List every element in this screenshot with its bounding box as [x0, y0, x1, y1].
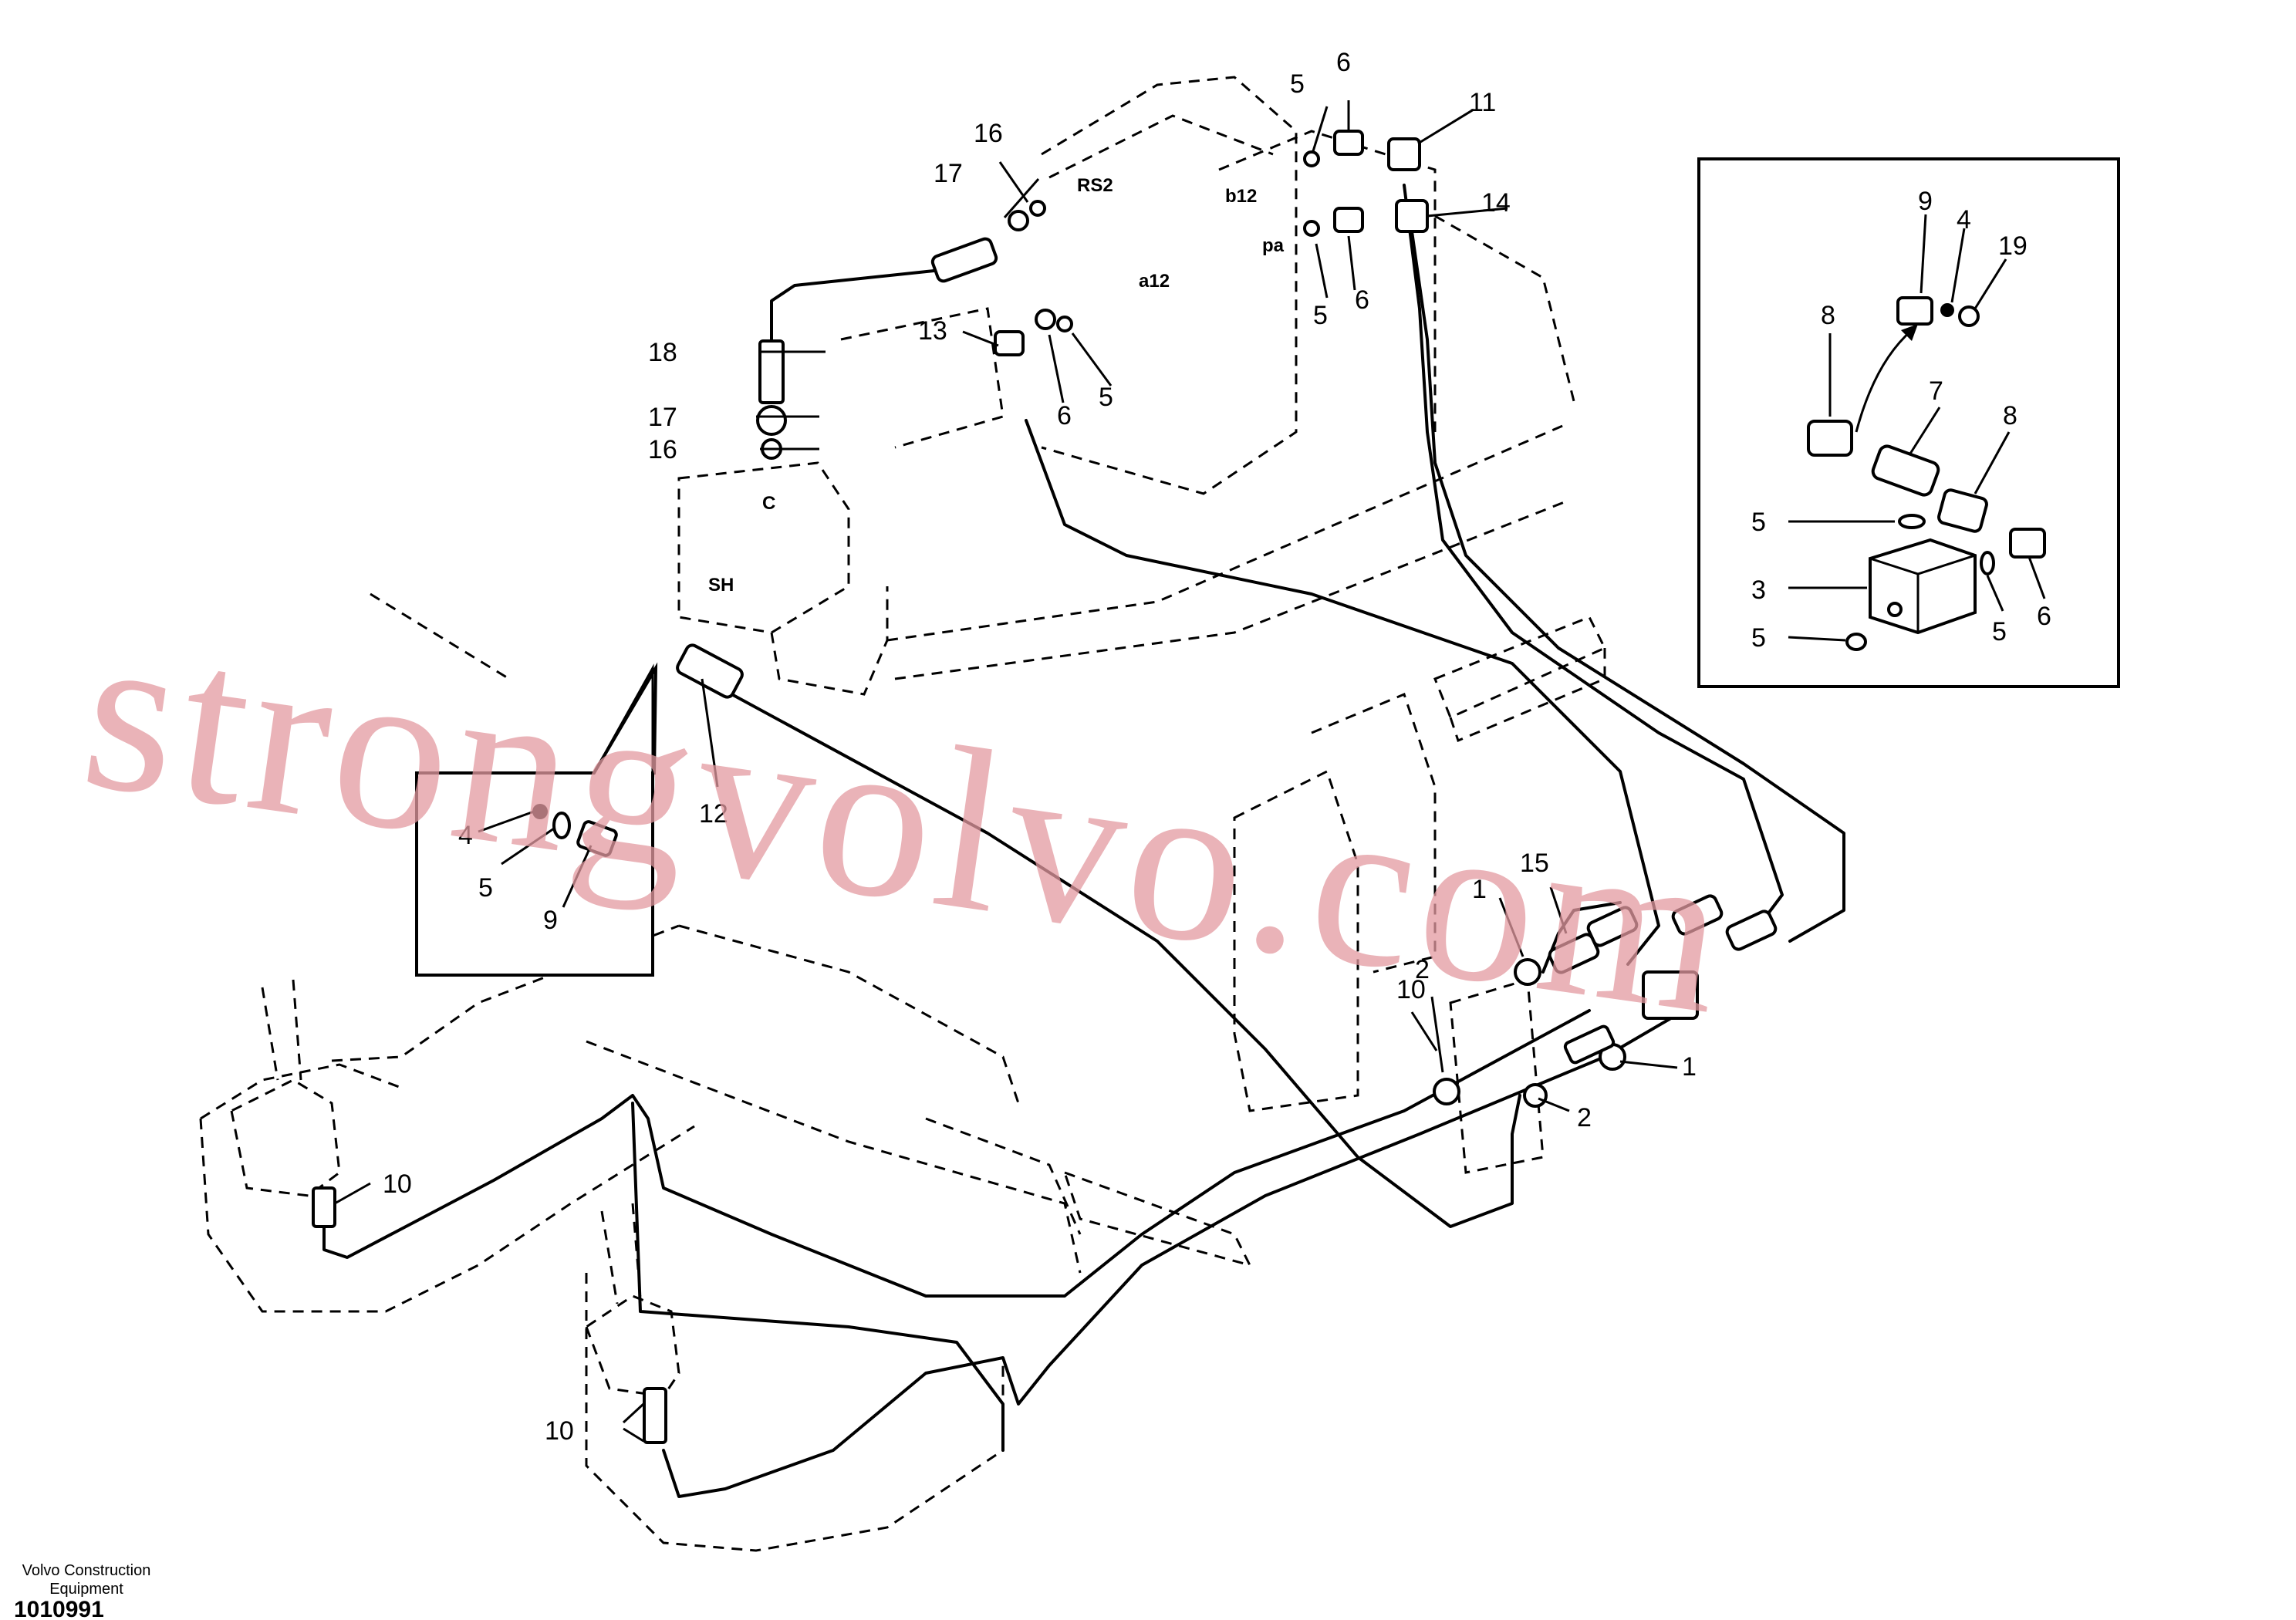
hose-14: [1410, 230, 1845, 943]
callout-6-mid: 6: [1355, 285, 1369, 315]
callout-4-detail: 4: [1957, 205, 1971, 235]
callout-6-top: 6: [1336, 48, 1351, 77]
callout-6-lower: 6: [1057, 401, 1072, 430]
callout-10-left: 10: [383, 1169, 412, 1199]
callout-leaders: [334, 100, 2046, 1443]
fittings: [312, 130, 1778, 1444]
callout-5-detail-side: 5: [1992, 617, 2007, 646]
inset-swivel-detail: [415, 662, 658, 977]
callout-7-detail: 7: [1929, 376, 1943, 406]
company-name-line2: Equipment: [49, 1581, 123, 1598]
callout-5-top: 5: [1290, 69, 1305, 99]
port-label-sh: SH: [708, 575, 734, 596]
callout-16-left: 16: [648, 435, 677, 464]
hose-10-right: [662, 1001, 1699, 1498]
port-label-rs2: RS2: [1077, 175, 1113, 196]
callout-1-upper: 1: [1472, 875, 1487, 904]
callout-17-top: 17: [934, 159, 963, 188]
callout-18: 18: [648, 338, 677, 367]
callout-15: 15: [1520, 849, 1549, 878]
callout-2-lower: 2: [1577, 1103, 1592, 1132]
hose-bottom-return: [631, 1102, 1004, 1452]
inset-valve-detail: [1697, 157, 2120, 688]
footer: Volvo Construction Equipment 1010991: [14, 1562, 150, 1620]
callout-12: 12: [699, 799, 728, 829]
callout-5-detail-top: 5: [1751, 508, 1766, 537]
port-label-c: C: [762, 493, 775, 514]
hose-18: [770, 268, 943, 343]
callout-5-mid: 5: [1313, 301, 1328, 330]
callout-14: 14: [1481, 188, 1511, 218]
callout-8-detail-left: 8: [1821, 301, 1835, 330]
callout-19-detail: 19: [1998, 231, 2028, 261]
callout-17-left: 17: [648, 403, 677, 432]
callout-6-detail: 6: [2037, 602, 2051, 631]
callout-4-inset: 4: [458, 821, 473, 850]
hose-10-left: [322, 1009, 1591, 1298]
callout-numbers: 16 17 5 6 11 14 5 6 13 6 5 18 17 16 12 4…: [383, 48, 2051, 1446]
callout-1-lower: 1: [1682, 1052, 1697, 1082]
hose-11: [1403, 184, 1784, 927]
port-label-b12: b12: [1225, 186, 1257, 207]
callout-8-detail-right: 8: [2003, 401, 2017, 430]
port-labels: RS2 a12 b12 pa C SH: [708, 175, 1285, 596]
callout-11: 11: [1469, 88, 1496, 117]
callout-16-top: 16: [974, 119, 1003, 148]
callout-9-detail: 9: [1918, 187, 1933, 216]
callout-2-upper: 2: [1415, 955, 1430, 984]
callout-10-right: 10: [1396, 975, 1426, 1004]
port-label-pa: pa: [1262, 235, 1285, 256]
callout-5-lower: 5: [1099, 383, 1113, 412]
callout-9-inset: 9: [543, 906, 558, 935]
port-label-a12: a12: [1139, 271, 1170, 292]
company-name-line1: Volvo Construction: [22, 1562, 151, 1579]
callout-3-detail: 3: [1751, 575, 1766, 605]
callout-5-inset: 5: [478, 873, 493, 903]
callout-10-bottom: 10: [545, 1416, 574, 1446]
callout-13: 13: [918, 316, 947, 346]
hose-13: [1025, 419, 1660, 966]
callout-5-detail-bottom: 5: [1751, 623, 1766, 653]
watermark-text: strongvolvo.com: [70, 579, 1744, 1064]
drawing-number: 1010991: [14, 1597, 104, 1620]
